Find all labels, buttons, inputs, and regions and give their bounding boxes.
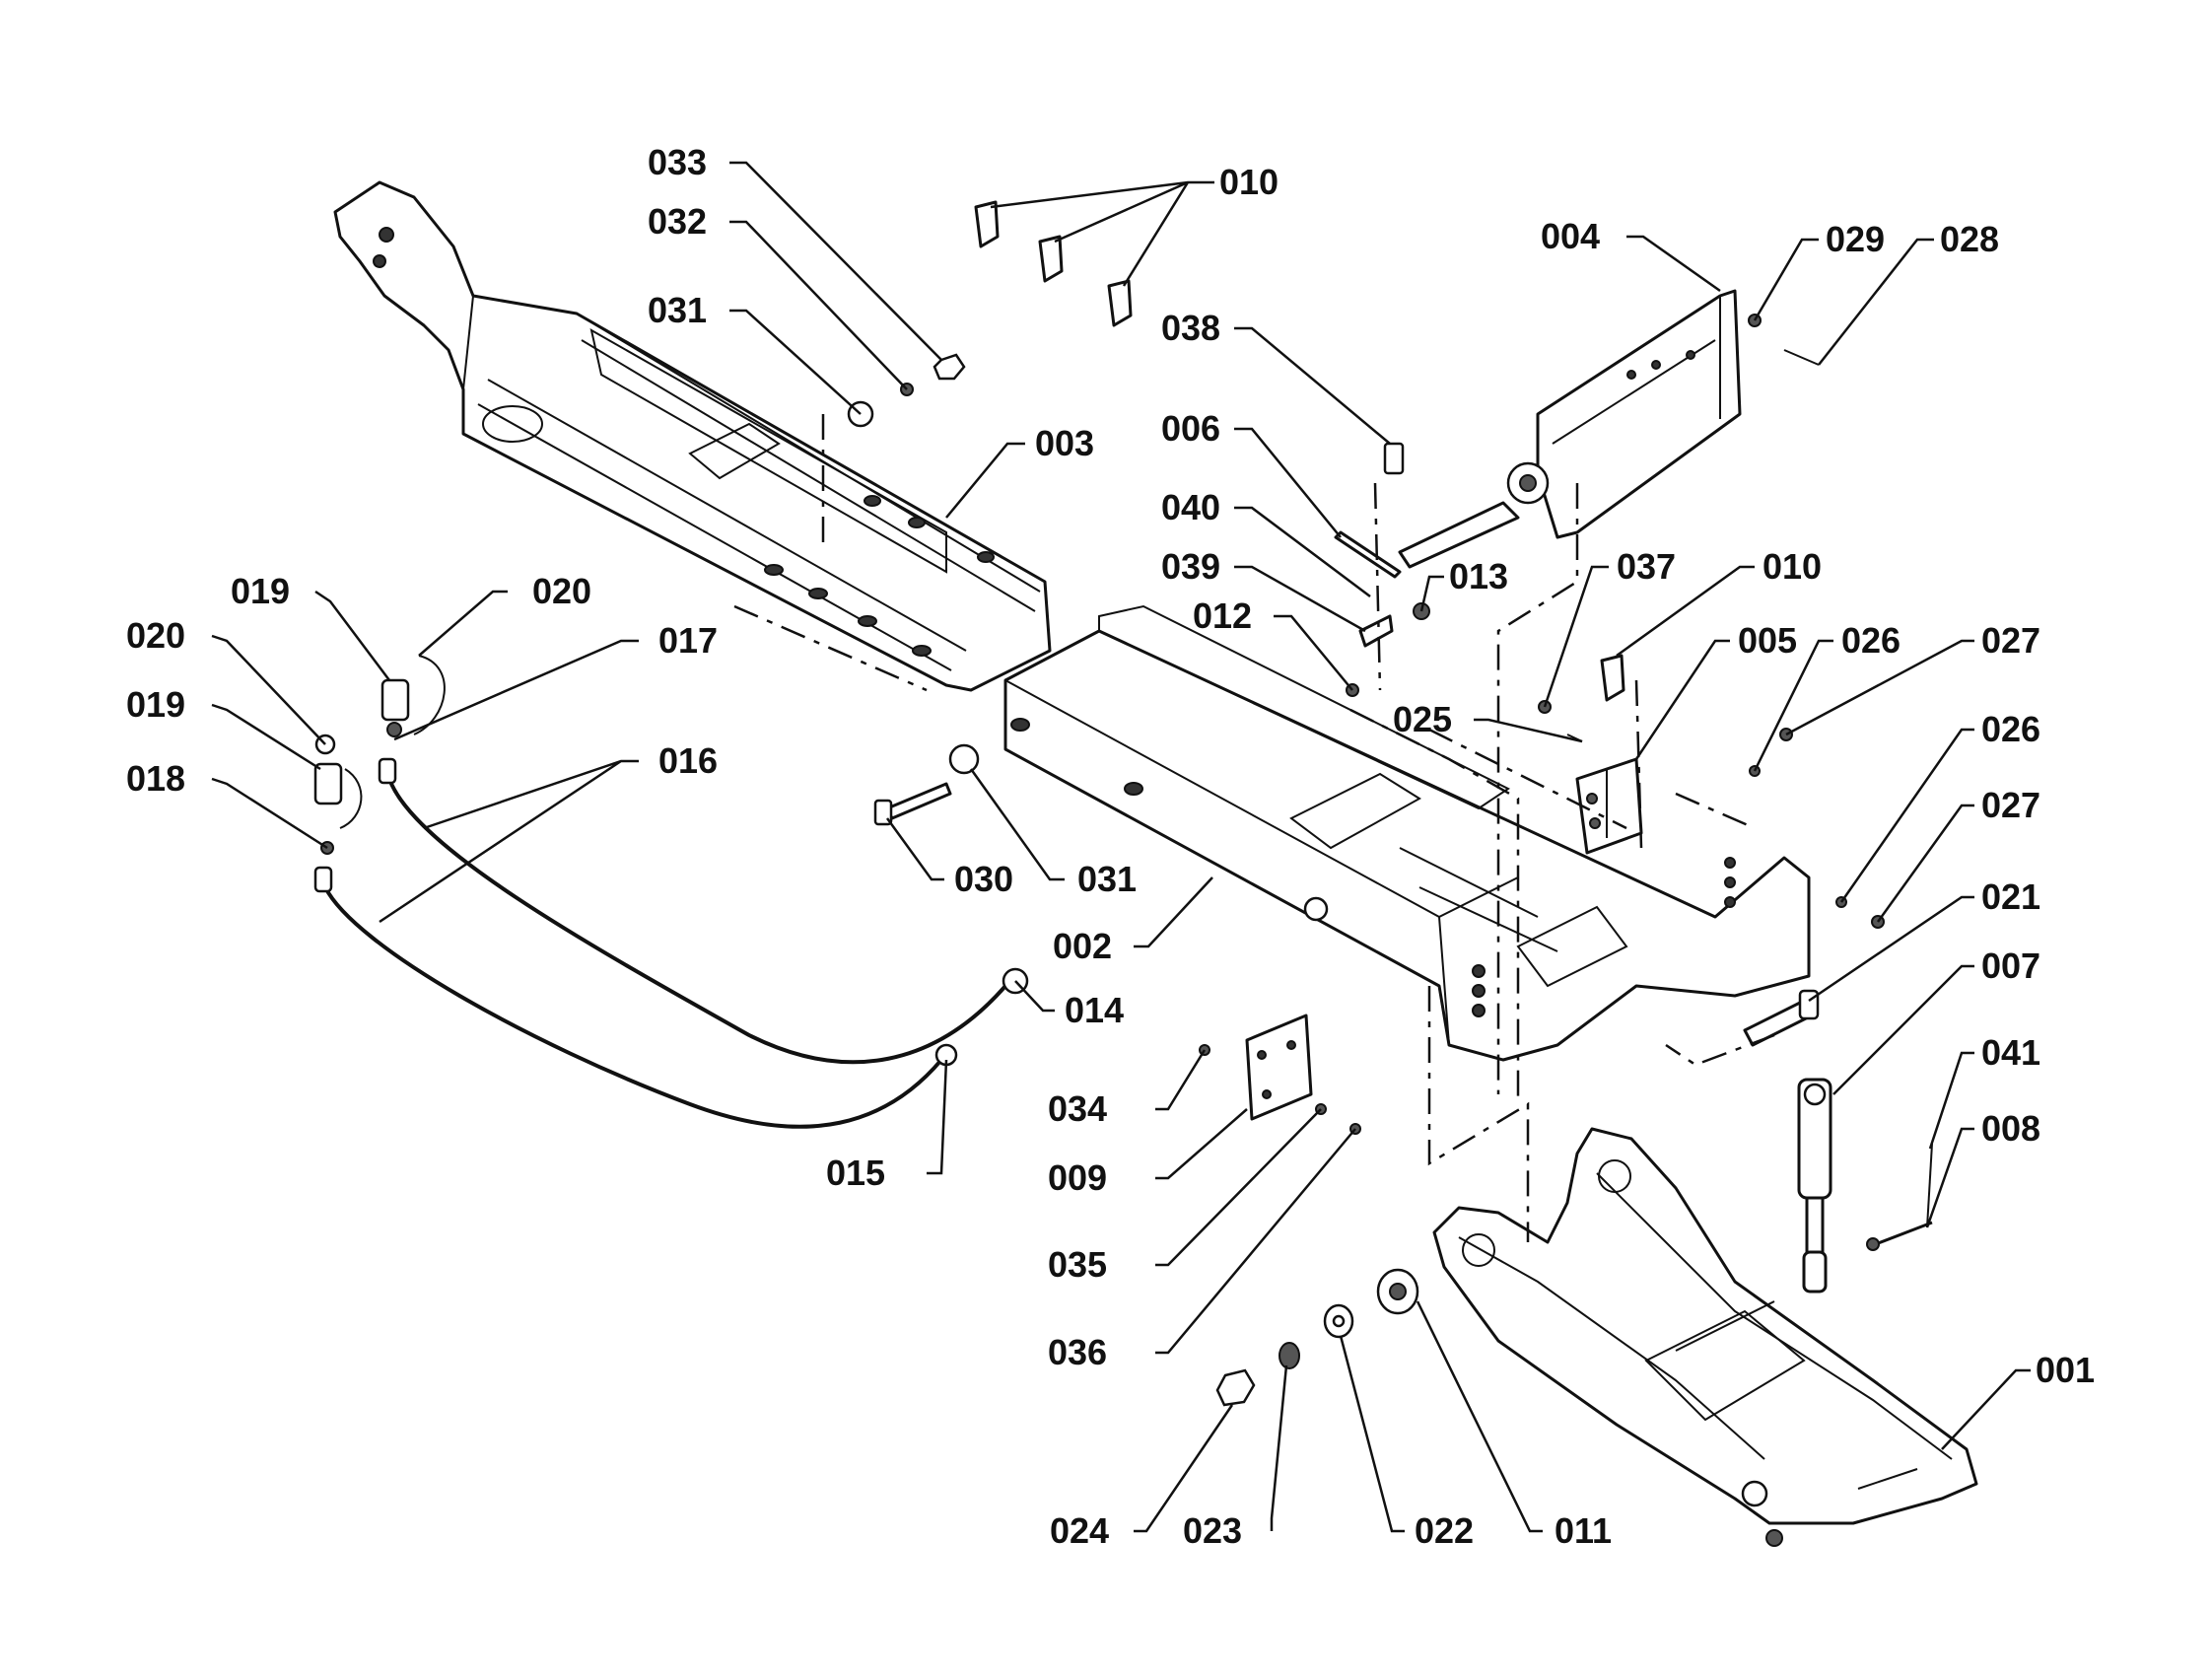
label-026-upper: 026 bbox=[1841, 620, 1901, 661]
label-015: 015 bbox=[826, 1153, 885, 1193]
label-026-lower: 026 bbox=[1981, 709, 2040, 749]
label-005: 005 bbox=[1738, 620, 1797, 661]
label-039: 039 bbox=[1161, 546, 1220, 587]
part-fittings-018-019-020 bbox=[313, 655, 446, 855]
label-023: 023 bbox=[1183, 1510, 1242, 1551]
label-006: 006 bbox=[1161, 408, 1220, 449]
part-001-lift-arm bbox=[1432, 1127, 1978, 1547]
label-010-right: 010 bbox=[1763, 546, 1822, 587]
label-033: 033 bbox=[648, 142, 707, 182]
label-012: 012 bbox=[1193, 595, 1252, 636]
part-007-cylinder bbox=[1797, 1078, 1832, 1294]
part-pivot-hardware bbox=[1215, 1268, 1419, 1407]
label-011: 011 bbox=[1555, 1510, 1612, 1551]
label-017: 017 bbox=[658, 620, 718, 661]
label-041: 041 bbox=[1981, 1032, 2040, 1073]
label-031-mid: 031 bbox=[1077, 859, 1137, 899]
label-029: 029 bbox=[1826, 219, 1885, 259]
part-010-clips bbox=[974, 200, 1625, 702]
label-040: 040 bbox=[1161, 487, 1220, 527]
part-016-017-hoses bbox=[313, 757, 1029, 1129]
label-009: 009 bbox=[1048, 1157, 1107, 1198]
label-032: 032 bbox=[648, 201, 707, 242]
part-009-plate bbox=[1199, 1014, 1361, 1135]
label-035: 035 bbox=[1048, 1244, 1107, 1285]
label-007: 007 bbox=[1981, 945, 2040, 986]
label-018: 018 bbox=[126, 758, 185, 799]
part-labels: 033 032 031 010 003 004 029 028 038 006 … bbox=[126, 142, 2095, 1551]
label-020-left: 020 bbox=[126, 615, 185, 656]
label-003: 003 bbox=[1035, 423, 1094, 463]
label-024: 024 bbox=[1050, 1510, 1109, 1551]
label-034: 034 bbox=[1048, 1088, 1107, 1129]
label-027-upper: 027 bbox=[1981, 620, 2040, 661]
label-002: 002 bbox=[1053, 926, 1112, 966]
part-004-mount-bracket bbox=[1398, 289, 1742, 569]
part-small-hardware bbox=[847, 314, 1885, 1047]
label-025: 025 bbox=[1393, 699, 1452, 739]
label-036: 036 bbox=[1048, 1332, 1107, 1372]
label-020-right: 020 bbox=[532, 571, 591, 611]
label-027-lower: 027 bbox=[1981, 785, 2040, 825]
leader-lines bbox=[211, 161, 2031, 1533]
label-004: 004 bbox=[1541, 216, 1600, 256]
label-019-left: 019 bbox=[126, 684, 185, 725]
label-014: 014 bbox=[1065, 990, 1124, 1030]
label-037: 037 bbox=[1617, 546, 1676, 587]
label-001: 001 bbox=[2036, 1350, 2095, 1390]
label-019-right: 019 bbox=[231, 571, 290, 611]
label-028: 028 bbox=[1940, 219, 1999, 259]
label-016: 016 bbox=[658, 740, 718, 781]
label-013: 013 bbox=[1449, 556, 1508, 596]
part-005-bracket bbox=[1575, 757, 1643, 855]
part-008-041-pin bbox=[1866, 1143, 1933, 1251]
label-030: 030 bbox=[954, 859, 1013, 899]
label-021: 021 bbox=[1981, 876, 2040, 917]
label-038: 038 bbox=[1161, 308, 1220, 348]
part-003-upper-beam bbox=[333, 180, 1052, 692]
label-010-top: 010 bbox=[1219, 162, 1279, 202]
label-031-top: 031 bbox=[648, 290, 707, 330]
alignment-lines bbox=[733, 414, 1775, 1242]
part-002-lower-beam bbox=[1003, 604, 1811, 1062]
label-008: 008 bbox=[1981, 1108, 2040, 1149]
label-022: 022 bbox=[1415, 1510, 1474, 1551]
